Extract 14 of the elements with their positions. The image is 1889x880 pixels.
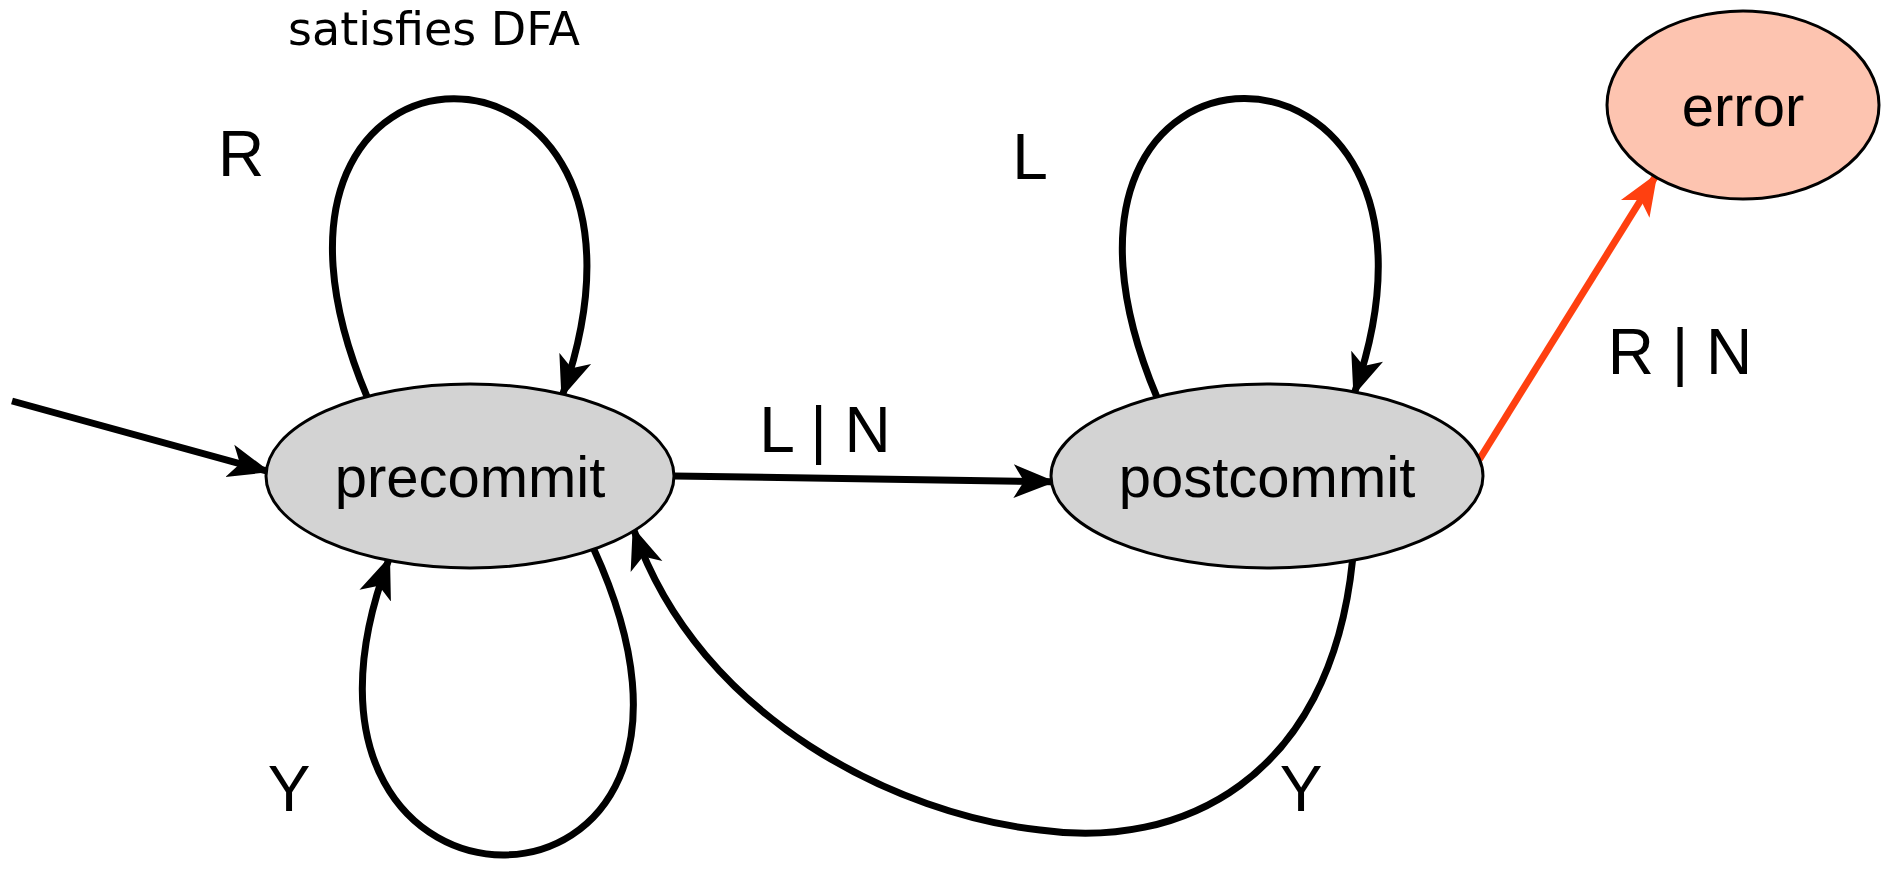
transition-arrow bbox=[1119, 95, 1380, 398]
edge-label: Y bbox=[267, 757, 311, 821]
transition-arrow bbox=[329, 96, 589, 399]
edge-label: L bbox=[1012, 125, 1048, 189]
transition-arrow bbox=[361, 547, 637, 859]
edge-label: Y bbox=[1279, 757, 1323, 821]
title: satisfies DFA bbox=[288, 2, 580, 56]
state-ellipse bbox=[1048, 381, 1486, 571]
state-name: error bbox=[1681, 71, 1805, 139]
state-ellipse bbox=[263, 381, 677, 571]
edge-label: R bbox=[217, 122, 265, 186]
state-name: postcommit bbox=[1118, 442, 1416, 510]
state-ellipse bbox=[1604, 8, 1882, 202]
state-name: precommit bbox=[334, 442, 606, 510]
